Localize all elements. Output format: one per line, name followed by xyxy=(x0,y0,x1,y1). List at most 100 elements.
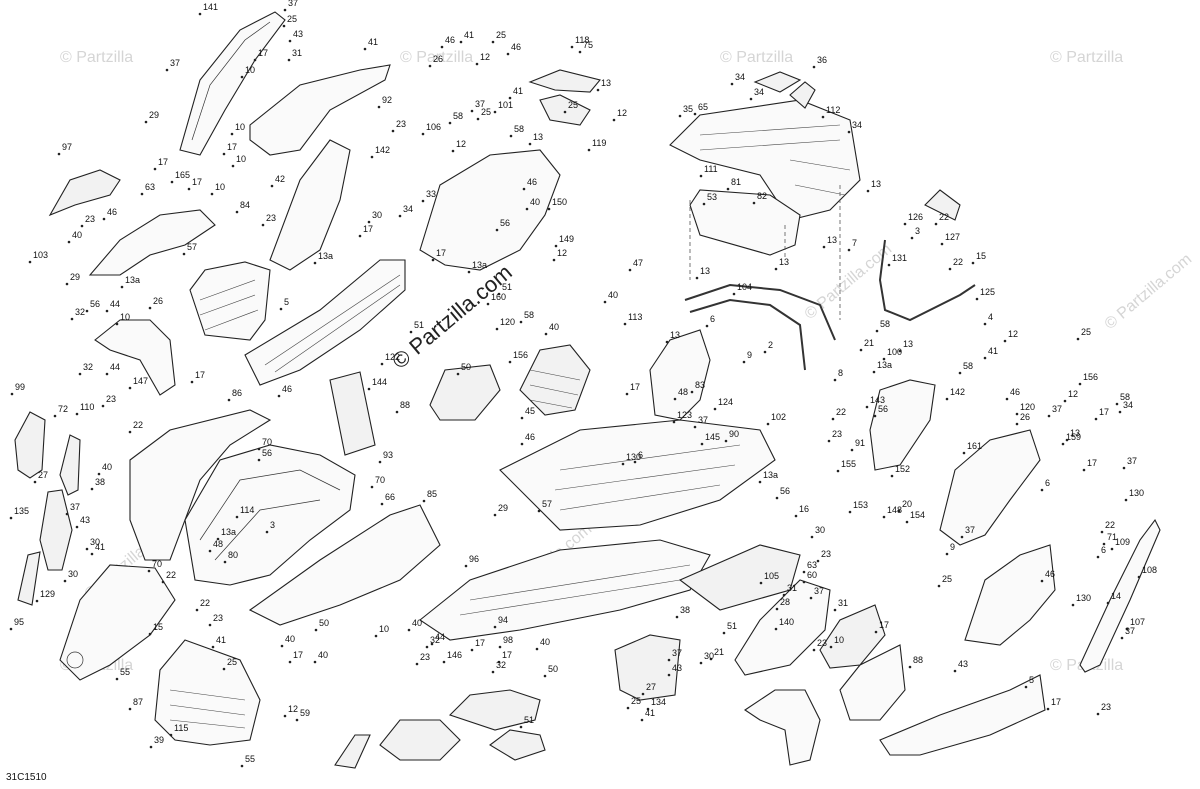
callout-81: 81 xyxy=(731,177,741,187)
callout-155: 155 xyxy=(841,459,856,469)
callout-23: 23 xyxy=(832,429,842,439)
callout-12: 12 xyxy=(456,139,466,149)
callout-13a: 13a xyxy=(125,275,140,285)
fastener-dot xyxy=(128,707,132,711)
callout-13a: 13a xyxy=(318,251,333,261)
callout-50: 50 xyxy=(461,362,471,372)
fastener-dot xyxy=(1124,498,1128,502)
fastener-dot xyxy=(421,132,425,136)
callout-20: 20 xyxy=(902,499,912,509)
fastener-dot xyxy=(882,357,886,361)
fastener-dot xyxy=(766,422,770,426)
fastener-dot xyxy=(253,58,257,62)
callout-71: 71 xyxy=(1107,532,1117,542)
fastener-dot xyxy=(1115,402,1119,406)
callout-26: 26 xyxy=(433,54,443,64)
callout-17: 17 xyxy=(192,177,202,187)
callout-60: 60 xyxy=(807,570,817,580)
callout-13: 13 xyxy=(1070,428,1080,438)
fastener-dot xyxy=(758,480,762,484)
fastener-dot xyxy=(235,515,239,519)
callout-40: 40 xyxy=(285,634,295,644)
callout-27: 27 xyxy=(38,470,48,480)
fastener-dot xyxy=(161,580,165,584)
callout-103: 103 xyxy=(33,250,48,260)
callout-58: 58 xyxy=(524,310,534,320)
callout-40: 40 xyxy=(318,650,328,660)
callout-32: 32 xyxy=(496,660,506,670)
callout-45: 45 xyxy=(525,406,535,416)
fastener-dot xyxy=(235,210,239,214)
fastener-dot xyxy=(752,201,756,205)
callout-17: 17 xyxy=(475,638,485,648)
fastener-dot xyxy=(872,370,876,374)
fastener-dot xyxy=(283,714,287,718)
callout-32: 32 xyxy=(83,362,93,372)
fastener-dot xyxy=(75,412,79,416)
fastener-dot xyxy=(1102,542,1106,546)
fastener-dot xyxy=(187,187,191,191)
callout-34: 34 xyxy=(754,87,764,97)
fastener-dot xyxy=(497,292,501,296)
fastener-dot xyxy=(623,322,627,326)
callout-41: 41 xyxy=(216,635,226,645)
fastener-dot xyxy=(182,252,186,256)
fastener-dot xyxy=(810,535,814,539)
part-85-lower-shield xyxy=(248,504,441,626)
fastener-dot xyxy=(288,660,292,664)
fastener-dot xyxy=(816,559,820,563)
part-129-skirt xyxy=(59,564,176,681)
callout-66: 66 xyxy=(385,492,395,502)
fastener-dot xyxy=(1094,417,1098,421)
fastener-dot xyxy=(983,356,987,360)
fastener-dot xyxy=(1096,555,1100,559)
callout-15: 15 xyxy=(976,251,986,261)
callout-53: 53 xyxy=(707,192,717,202)
part-81-82-rails xyxy=(684,283,836,371)
fastener-dot xyxy=(508,96,512,100)
fastener-dot xyxy=(726,187,730,191)
callout-90: 90 xyxy=(729,429,739,439)
callout-37: 37 xyxy=(1125,626,1135,636)
callout-23: 23 xyxy=(1101,702,1111,712)
callout-21: 21 xyxy=(864,338,874,348)
callout-50: 50 xyxy=(548,664,558,674)
part-147-corner xyxy=(94,319,176,396)
fastener-dot xyxy=(873,414,877,418)
part-45-skid-plate xyxy=(419,539,711,641)
callout-43: 43 xyxy=(672,663,682,673)
fastener-dot xyxy=(475,62,479,66)
fastener-dot xyxy=(621,462,625,466)
fastener-dot xyxy=(67,240,71,244)
callout-41: 41 xyxy=(645,708,655,718)
fastener-dot xyxy=(1065,438,1069,442)
fastener-dot xyxy=(288,39,292,43)
callout-13: 13 xyxy=(903,339,913,349)
callout-13a: 13a xyxy=(221,527,236,537)
part-105-side-panel xyxy=(964,544,1056,646)
fastener-dot xyxy=(80,224,84,228)
fastener-dot xyxy=(983,322,987,326)
callout-144: 144 xyxy=(372,377,387,387)
callout-46: 46 xyxy=(525,432,535,442)
fastener-dot xyxy=(628,268,632,272)
callout-131: 131 xyxy=(892,253,907,263)
watermark-center: © Partzilla.com xyxy=(387,259,517,373)
part-106-side-panel xyxy=(269,139,351,271)
fastener-dot xyxy=(908,665,912,669)
callout-17: 17 xyxy=(879,620,889,630)
fastener-dot xyxy=(699,661,703,665)
callout-36: 36 xyxy=(817,55,827,65)
fastener-dot xyxy=(1015,422,1019,426)
fastener-dot xyxy=(128,386,132,390)
callout-21: 21 xyxy=(714,647,724,657)
fastener-dot xyxy=(230,132,234,136)
fastener-dot xyxy=(65,512,69,516)
callout-12: 12 xyxy=(1068,389,1078,399)
callout-91: 91 xyxy=(855,438,865,448)
callout-23: 23 xyxy=(106,394,116,404)
fastener-dot xyxy=(1071,603,1075,607)
fastener-dot xyxy=(633,460,637,464)
fastener-dot xyxy=(672,420,676,424)
